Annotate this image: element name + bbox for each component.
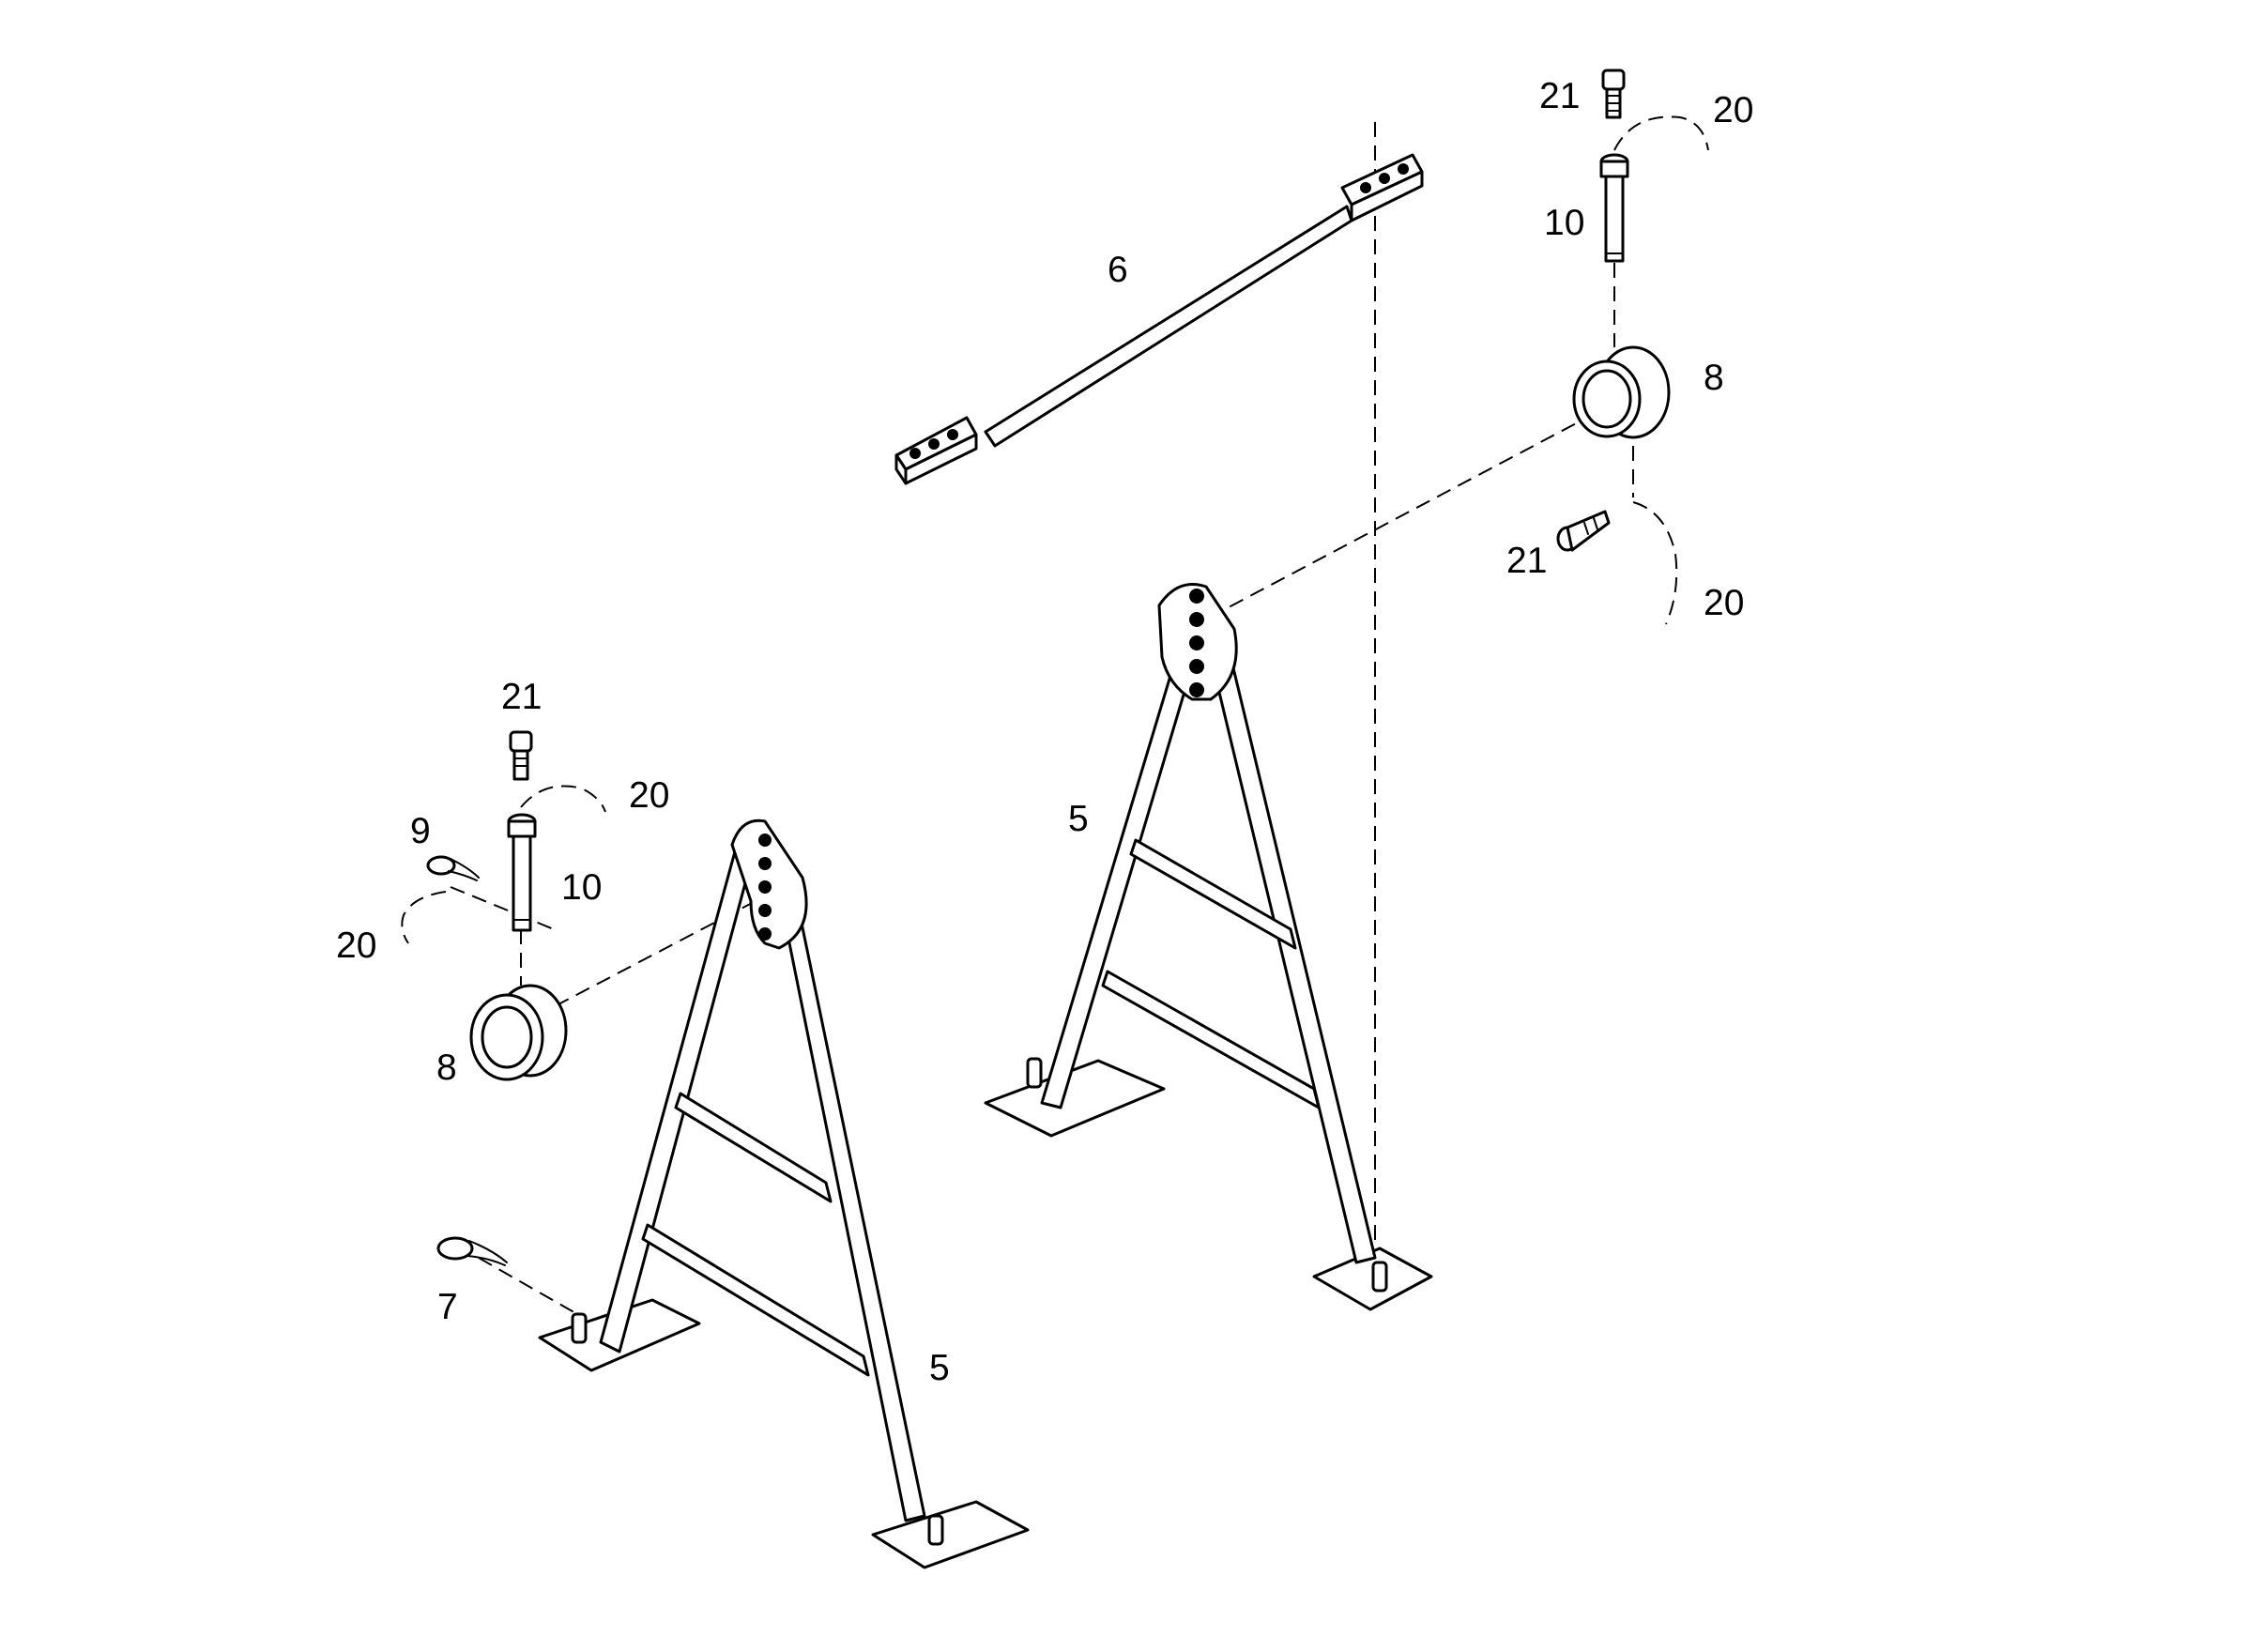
screw-part-21-left [509,730,533,781]
screw-part-21-mid [1556,510,1611,552]
callout-21-left: 21 [501,677,542,717]
guide-line-bearing-right [1196,412,1597,625]
bearing-part-8-left [469,984,568,1081]
pin-part-10-left [507,813,537,932]
callout-20-left-a: 20 [629,775,669,816]
bearing-part-8-right [1572,345,1671,439]
callout-10-top: 10 [1544,203,1584,243]
callout-21-top: 21 [1539,76,1580,116]
leader-20-top [1613,115,1709,151]
assembly-guide-lines [450,122,1634,1315]
leader-20-mid [1632,501,1678,625]
leader-20-left-b [401,891,447,944]
callout-21-mid: 21 [1506,541,1547,581]
callout-leaders [401,115,1709,944]
callout-10-left: 10 [561,867,602,908]
tie-bar-part-6 [894,153,1424,485]
pin-part-10-top [1599,153,1629,263]
a-frame-stand-part-5-left [538,818,1030,1569]
screw-part-21-top [1601,69,1626,119]
callout-9: 9 [410,811,431,851]
callout-20-top: 20 [1713,90,1753,130]
callout-8-left: 8 [436,1048,457,1088]
callout-20-left-b: 20 [336,925,376,966]
callout-8-right: 8 [1704,358,1724,398]
clip-part-7 [436,1236,508,1266]
guide-line-clip-7 [478,1257,578,1315]
callout-labels: 6 21 20 10 8 21 20 5 21 20 9 10 20 8 7 5 [336,76,1753,1388]
leader-20-left-a [520,785,606,813]
callout-5-left: 5 [929,1348,950,1388]
callout-7: 7 [437,1287,458,1327]
a-frame-stand-part-5-right [984,583,1433,1311]
clip-part-9 [426,855,480,881]
callout-5-right: 5 [1068,799,1089,839]
callout-20-mid: 20 [1704,583,1744,623]
callout-6: 6 [1108,250,1128,290]
guide-line-clip-9 [450,886,555,930]
